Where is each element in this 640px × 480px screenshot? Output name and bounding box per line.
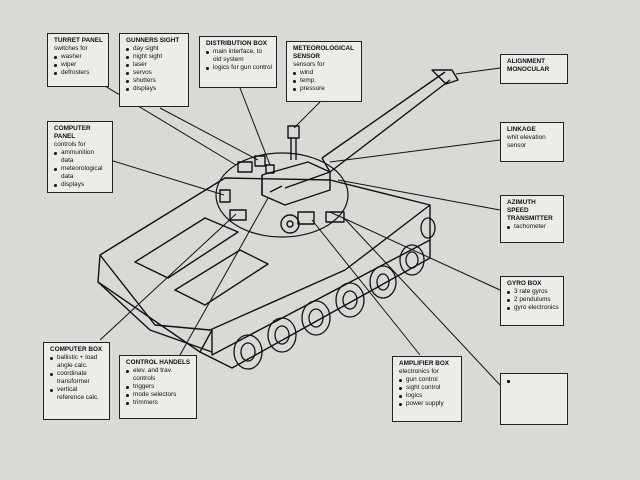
callout-item: gyro electronics: [507, 304, 559, 312]
callout-item: night sight: [126, 53, 184, 61]
callout-item: ballistic + load angle calc.: [50, 354, 105, 370]
callout-gyro-box: GYRO BOX 3 rate gyros 2 pendulums gyro e…: [500, 276, 564, 326]
callout-title: COMPUTER BOX: [50, 346, 103, 353]
callout-sub: electronics for: [399, 368, 439, 375]
callout-item: laser: [126, 61, 184, 69]
callout-item: logics for gun control: [206, 64, 272, 72]
callout-item: tachometer: [507, 223, 559, 231]
callout-title: ALIGNMENT MONOCULAR: [507, 58, 550, 73]
callout-meteorological-sensor: METEOROLOGICAL SENSOR sensors for wind t…: [286, 41, 362, 102]
callout-computer-panel: COMPUTER PANEL controls for ammunition d…: [47, 121, 113, 193]
callout-item: coordinate transformer: [50, 370, 105, 386]
callout-title: TURRET PANEL: [54, 37, 103, 44]
callout-item: servos: [126, 69, 184, 77]
callout-item: sight control: [399, 384, 457, 392]
callout-sub: switches for: [54, 45, 88, 52]
callout-title: CONTROL HANDELS: [126, 359, 191, 366]
callout-item: meteorological data: [54, 165, 108, 181]
road-wheels: [233, 217, 436, 370]
callout-linkage: LINKAGE whit elevation sensor: [500, 122, 564, 162]
callout-item: defrosters: [54, 69, 104, 77]
callout-gunners-sight: GUNNERS SIGHT day sight night sight lase…: [119, 33, 189, 107]
callout-item: temp.: [293, 77, 357, 85]
callout-computer-box: COMPUTER BOX ballistic + load angle calc…: [43, 342, 110, 420]
callout-title: AMPLIFIER BOX: [399, 360, 450, 367]
callout-title: DISTRIBUTION BOX: [206, 40, 268, 47]
callout-title: AZIMUTH SPEED TRANSMITTER: [507, 199, 553, 222]
callout-item: 3 rate gyros: [507, 288, 559, 296]
callout-item: triggers: [126, 383, 192, 391]
callout-item: displays: [54, 181, 108, 189]
callout-item: wiper: [54, 61, 104, 69]
callout-item: 2 pendulums: [507, 296, 559, 304]
leader-lines: [94, 67, 501, 386]
callout-loaders-panel: [500, 373, 568, 425]
callout-alignment-monocular: ALIGNMENT MONOCULAR: [500, 54, 568, 84]
callout-turret-panel: TURRET PANEL switches for washer wiper d…: [47, 33, 109, 87]
tank-hull: [97, 69, 459, 369]
callout-item: washer: [54, 53, 104, 61]
callout-sub: sensors for: [293, 61, 325, 68]
callout-item: logics: [399, 392, 457, 400]
callout-item: mode selectors: [126, 391, 192, 399]
callout-title: LINKAGE: [507, 126, 536, 133]
callout-distribution-box: DISTRIBUTION BOX main interface, to old …: [199, 36, 277, 88]
callout-title: GYRO BOX: [507, 280, 542, 287]
callout-item: ammunition data: [54, 149, 108, 165]
callout-item: vertical reference calc.: [50, 386, 105, 402]
callout-title: GUNNERS SIGHT: [126, 37, 180, 44]
callout-amplifier-box: AMPLIFIER BOX electronics for gun contro…: [392, 356, 462, 422]
callout-item: gun control: [399, 376, 457, 384]
callout-item: shutters: [126, 77, 184, 85]
callout-sub: whit elevation sensor: [507, 134, 546, 149]
callout-title: COMPUTER PANEL: [54, 125, 91, 140]
callout-item: trimmers: [126, 399, 192, 407]
callout-item: wind: [293, 69, 357, 77]
callout-item: power supply: [399, 400, 457, 408]
callout-item: main interface, to old system: [206, 48, 272, 64]
callout-item: day sight: [126, 45, 184, 53]
callout-azimuth-speed-transmitter: AZIMUTH SPEED TRANSMITTER tachometer: [500, 195, 564, 243]
callout-control-handels: CONTROL HANDELS elev. and trav. controls…: [119, 355, 197, 419]
callout-item: pressure: [293, 85, 357, 93]
callout-title: METEOROLOGICAL SENSOR: [293, 45, 354, 60]
callout-item: elev. and trav. controls: [126, 367, 192, 383]
callout-item: displays: [126, 85, 184, 93]
callout-sub: controls for: [54, 141, 86, 148]
